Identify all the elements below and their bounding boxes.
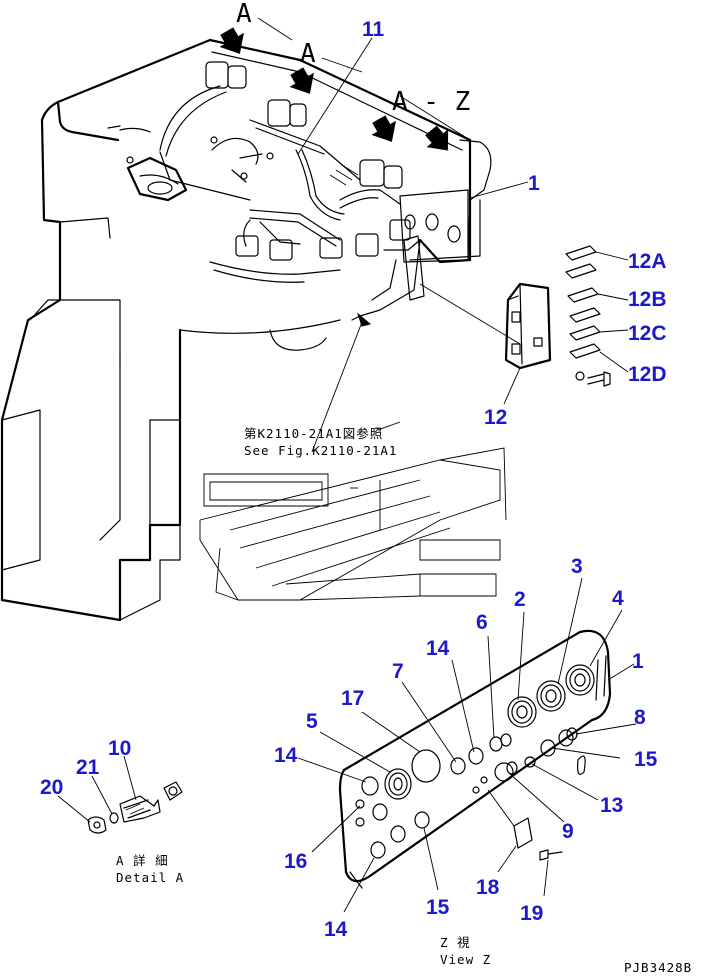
callout-9: 9: [562, 820, 574, 843]
callout-15-bottom: 15: [426, 896, 450, 919]
view-arrow-z-icon: [425, 125, 449, 151]
detail-a-caption-en: Detail A: [116, 870, 184, 885]
leader-reference: [377, 421, 401, 431]
callout-16: 16: [284, 850, 307, 873]
callout-14-left: 14: [274, 744, 298, 767]
machine-body-outline: [0, 38, 492, 622]
callout-1-top: 1: [528, 172, 540, 195]
callout-19: 19: [520, 902, 543, 925]
callout-1-bottom: 1: [632, 650, 644, 673]
switch-panel: [338, 629, 612, 889]
drawing-code: PJB3428B: [624, 960, 692, 975]
reference-arrow: [311, 312, 372, 453]
reference-text-jp: 第K2110-21A1図参照: [244, 426, 383, 441]
callout-5: 5: [306, 710, 318, 733]
callout-14-bottom: 14: [324, 918, 348, 941]
callout-20: 20: [40, 776, 63, 799]
callout-13: 13: [600, 794, 623, 817]
callout-18: 18: [476, 876, 500, 899]
callout-15-right: 15: [634, 748, 658, 771]
view-z-caption-jp: Z 視: [440, 935, 471, 950]
callout-12d: 12D: [628, 363, 667, 386]
callout-14-top: 14: [426, 637, 450, 660]
callout-12b: 12B: [628, 288, 667, 311]
detail-a-caption-jp: A 詳 細: [116, 853, 169, 868]
fuse-set: [565, 245, 601, 359]
view-letter-a-z: A - Z: [392, 87, 470, 117]
callout-17: 17: [341, 687, 364, 710]
reference-figure-outline: [199, 447, 507, 601]
view-arrow-a-3-icon: [371, 115, 396, 142]
callout-6: 6: [476, 611, 488, 634]
callout-11: 11: [362, 18, 385, 41]
callout-3: 3: [571, 555, 583, 578]
callout-12a: 12A: [628, 250, 667, 273]
reference-text-en: See Fig.K2110-21A1: [244, 443, 397, 458]
view-arrow-a-2-icon: [289, 67, 314, 94]
callout-2: 2: [514, 588, 526, 611]
callout-12: 12: [484, 406, 507, 429]
fuse-box-12: [504, 282, 611, 387]
callout-leaders: [57, 37, 637, 913]
callout-10: 10: [108, 737, 131, 760]
callout-numbers: 11 1 12A 12B 12C 12D 12 2 3 4 1 6 14 7 1…: [40, 18, 667, 941]
leader-box-to-valve: [419, 283, 521, 345]
callout-7: 7: [392, 660, 404, 683]
detail-a-parts: [87, 781, 183, 834]
callout-8: 8: [634, 706, 646, 729]
valve-assembly: [107, 38, 472, 321]
callout-4: 4: [612, 587, 624, 610]
view-arrows: [219, 27, 449, 151]
view-z-caption-en: View Z: [440, 952, 491, 967]
callout-12c: 12C: [628, 322, 667, 345]
callout-21: 21: [76, 756, 100, 779]
view-letter-a-1: A: [236, 0, 252, 29]
view-leader-lines: [257, 17, 471, 141]
